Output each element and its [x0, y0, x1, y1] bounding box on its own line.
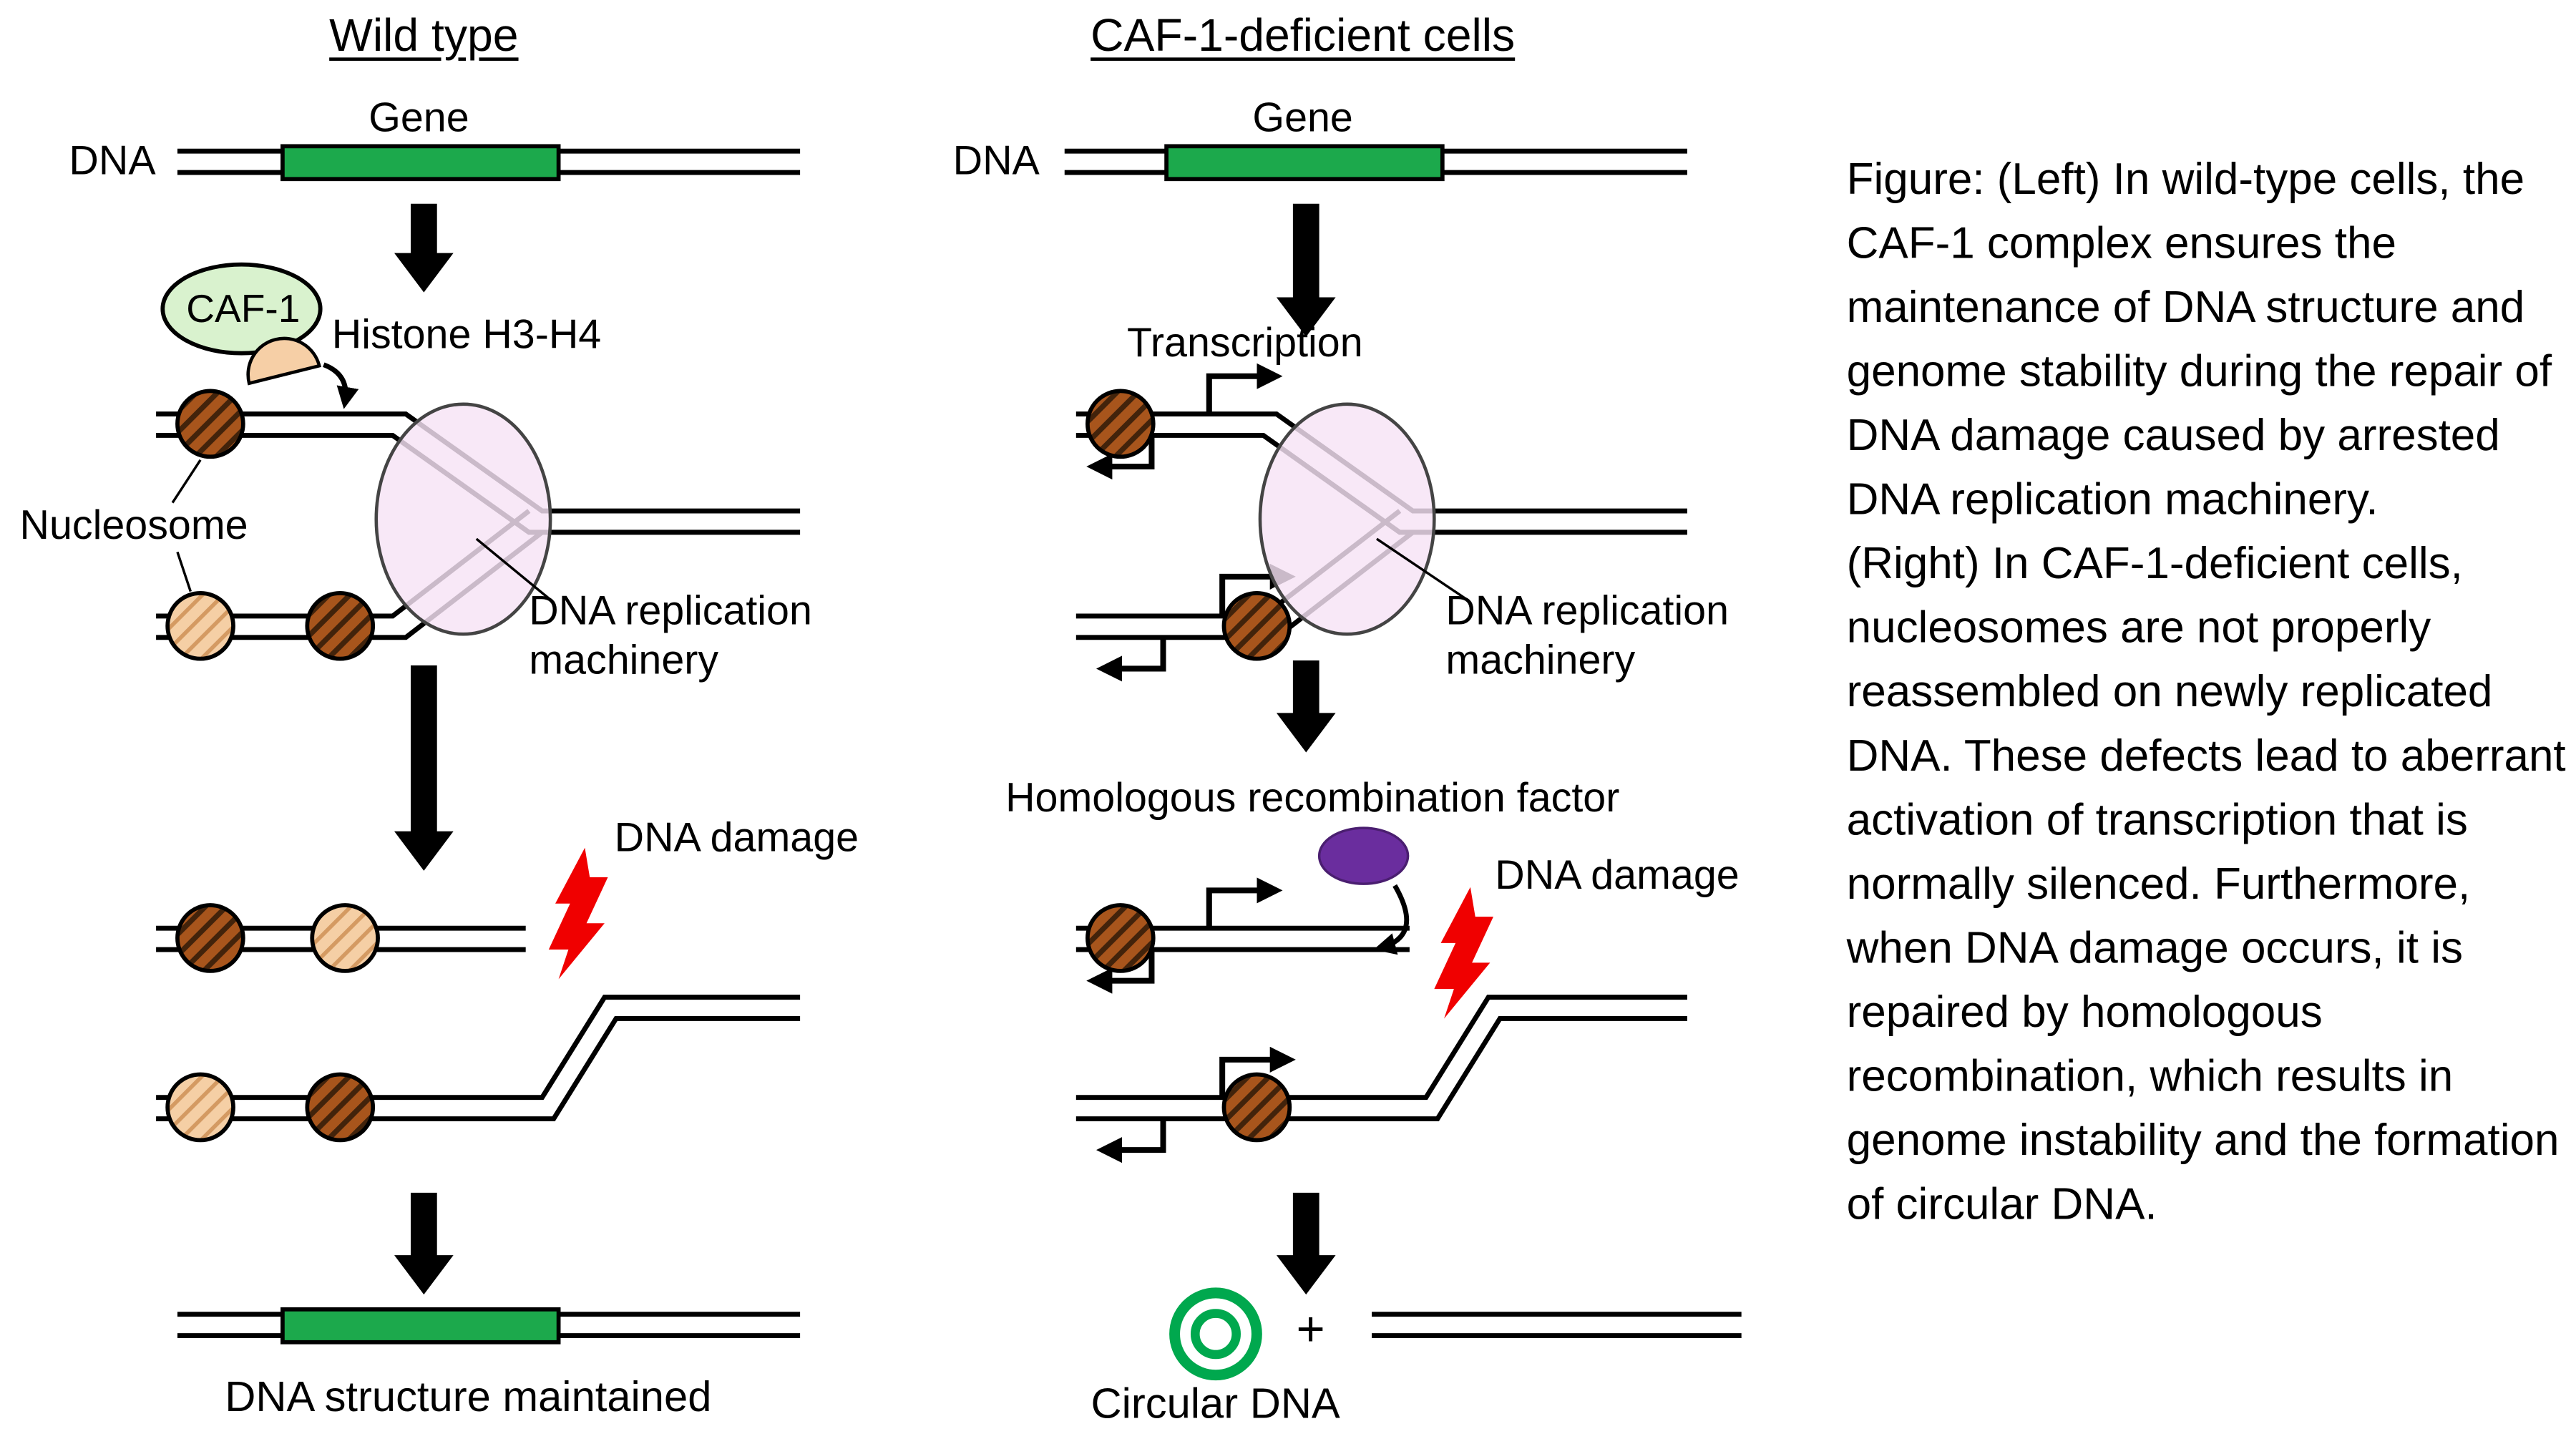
nucleosome-peach: [165, 590, 235, 661]
nucleosome-brown: [305, 1072, 376, 1143]
nucleosome-brown: [1221, 590, 1292, 661]
dna-label: DNA: [69, 137, 156, 185]
dna-label: DNA: [952, 137, 1040, 185]
transcription-arrow: [1086, 951, 1155, 994]
machinery-label-line2: machinery: [1445, 637, 1636, 684]
transcription-arrow: [1206, 877, 1283, 927]
down-arrow: [1276, 203, 1336, 337]
transcription-arrow: [1219, 563, 1296, 615]
down-arrow: [394, 203, 454, 293]
broken-dna-strand: [156, 995, 801, 1101]
outcome-label: DNA structure maintained: [225, 1372, 712, 1421]
nucleosome-brown: [1085, 389, 1156, 459]
wild-type-title: Wild type: [329, 9, 519, 61]
replication-machinery-ellipse: [374, 402, 552, 636]
caf1-ellipse: [160, 262, 323, 356]
hr-factor-ellipse: [1317, 826, 1410, 885]
down-arrow: [1276, 1192, 1336, 1295]
gene-bar: [280, 1307, 561, 1345]
dna-damage-label: DNA damage: [1495, 852, 1740, 899]
pointer-line: [1376, 537, 1468, 601]
nucleosome-brown: [305, 590, 376, 661]
machinery-label-line1: DNA replication: [1445, 587, 1729, 635]
transcription-label: Transcription: [1127, 320, 1363, 366]
hr-factor-label: Homologous recombination factor: [1005, 775, 1620, 821]
lightning-bolt-icon: [548, 847, 608, 980]
gene-label: Gene: [369, 95, 469, 142]
circular-dna-label: Circular DNA: [1091, 1378, 1340, 1428]
transcription-arrow: [1086, 436, 1155, 480]
figure-caption: Figure: (Left) In wild-type cells, the C…: [1846, 154, 2566, 1229]
circular-dna-ring: [1169, 1287, 1262, 1381]
nucleosome-label: Nucleosome: [19, 502, 248, 549]
nucleosome-brown: [1221, 1072, 1292, 1143]
caf1-deficient-title: CAF-1-deficient cells: [1091, 9, 1516, 61]
nucleosome-peach: [165, 1072, 235, 1143]
pointer-line: [171, 459, 202, 504]
gene-bar: [1164, 144, 1445, 182]
transcription-arrow: [1096, 639, 1166, 682]
wild-type-diagram: [156, 144, 801, 1345]
caf1-deficient-diagram: [1064, 144, 1742, 1381]
histone-shape: [246, 336, 321, 386]
transcription-arrow: [1096, 1120, 1166, 1163]
caf1-label: CAF-1: [186, 287, 301, 332]
down-arrow: [394, 1192, 454, 1295]
circular-dna-ring: [1190, 1309, 1241, 1360]
nucleosome-brown: [1085, 903, 1156, 973]
machinery-label-line2: machinery: [529, 637, 719, 684]
nucleosome-peach: [310, 903, 380, 973]
broken-dna-strand: [1075, 995, 1687, 1101]
pointer-line: [475, 537, 552, 601]
gene-bar: [280, 144, 561, 182]
gene-label: Gene: [1252, 95, 1353, 142]
pointer-line: [176, 551, 192, 592]
hr-factor-arrow: [1373, 884, 1410, 955]
plus-sign: +: [1296, 1302, 1325, 1357]
machinery-label-line1: DNA replication: [529, 587, 812, 635]
transcription-arrow: [1206, 363, 1283, 413]
histone-arrow: [322, 362, 359, 409]
down-arrow: [394, 665, 454, 871]
broken-dna-strand: [1075, 1016, 1687, 1121]
dna-damage-label: DNA damage: [614, 814, 859, 862]
broken-dna-strand: [156, 1016, 801, 1121]
nucleosome-brown: [175, 903, 245, 973]
down-arrow: [1276, 660, 1336, 753]
histone-label: Histone H3-H4: [331, 312, 602, 358]
transcription-arrow: [1219, 1046, 1296, 1096]
nucleosome-brown: [175, 389, 245, 459]
replication-machinery-ellipse: [1258, 402, 1436, 636]
lightning-bolt-icon: [1434, 887, 1493, 1019]
